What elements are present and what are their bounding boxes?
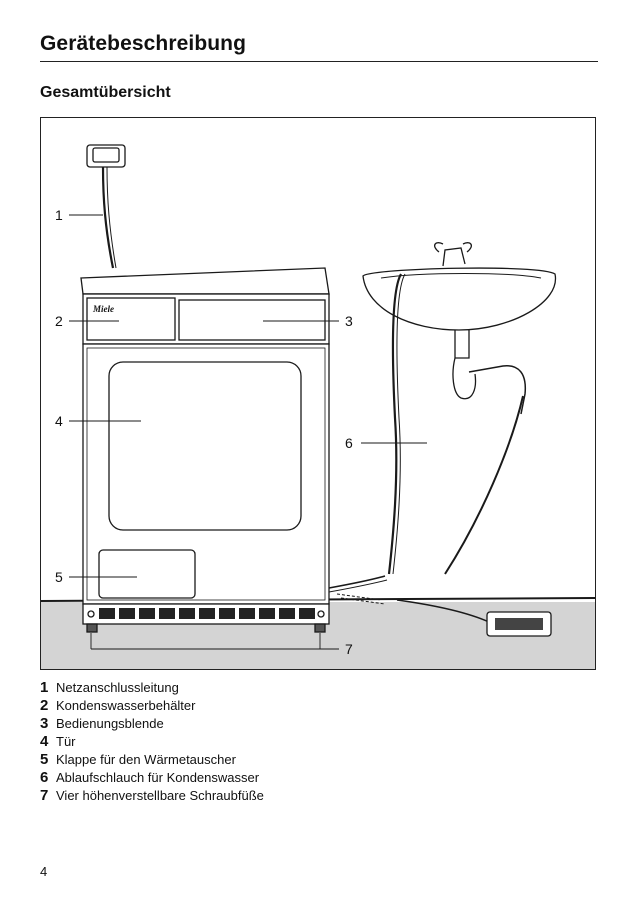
callout-5: 5: [55, 569, 63, 585]
condensate-container: [86, 297, 176, 341]
drain-siphon: [452, 330, 477, 400]
legend-number: 4: [40, 733, 49, 750]
foot-left: [86, 623, 98, 633]
callout-6: 6: [345, 435, 353, 451]
dryer-top: [80, 267, 330, 295]
legend-item: 2 Kondenswasserbehälter: [40, 697, 264, 715]
callout-1: 1: [55, 207, 63, 223]
legend-item: 7 Vier höhenverstellbare Schraubfüße: [40, 787, 264, 805]
legend-number: 1: [40, 679, 49, 696]
callout-2: 2: [55, 313, 63, 329]
second-hose: [444, 395, 524, 575]
legend-number: 6: [40, 769, 49, 786]
dryer-overview-figure: 1 2 3 4 5 6 7 Miele: [40, 117, 596, 670]
drain-hose: [387, 273, 402, 575]
legend-item: 6 Ablaufschlauch für Kondenswasser: [40, 769, 264, 787]
legend-item: 4 Tür: [40, 733, 264, 751]
legend-text: Ablaufschlauch für Kondenswasser: [56, 770, 260, 785]
subsection-heading: Gesamtübersicht: [40, 84, 171, 101]
legend-number: 3: [40, 715, 49, 732]
page-number: 4: [40, 864, 48, 879]
miele-logo: Miele: [93, 304, 114, 314]
heading-divider: [40, 61, 598, 62]
plinth-vents: [99, 608, 315, 619]
legend-text: Vier höhenverstellbare Schraubfüße: [56, 788, 264, 803]
legend-item: 1 Netzanschlussleitung: [40, 679, 264, 697]
legend-number: 5: [40, 751, 49, 768]
dryer-illustration: [41, 144, 595, 669]
section-heading: Gerätebeschreibung: [40, 32, 247, 55]
power-cable: [101, 166, 115, 269]
panel-display: [178, 299, 326, 341]
legend-text: Netzanschlussleitung: [56, 680, 179, 695]
legend-text: Bedienungsblende: [56, 716, 164, 731]
callout-3: 3: [345, 313, 353, 329]
foot-right: [314, 623, 326, 633]
callout-4: 4: [55, 413, 63, 429]
legend-text: Tür: [56, 734, 76, 749]
legend-text: Kondenswasserbehälter: [56, 698, 196, 713]
dryer-door: [108, 361, 302, 531]
legend-number: 2: [40, 697, 49, 714]
faucet: [442, 247, 466, 267]
wash-basin: [362, 267, 557, 331]
legend-list: 1 Netzanschlussleitung 2 Kondenswasserbehä…: [40, 679, 264, 805]
heat-exchanger-flap: [98, 549, 196, 599]
legend-number: 7: [40, 787, 49, 804]
legend-item: 3 Bedienungsblende: [40, 715, 264, 733]
legend-text: Klappe für den Wärmetauscher: [56, 752, 236, 767]
callout-7: 7: [345, 641, 353, 657]
legend-item: 5 Klappe für den Wärmetauscher: [40, 751, 264, 769]
